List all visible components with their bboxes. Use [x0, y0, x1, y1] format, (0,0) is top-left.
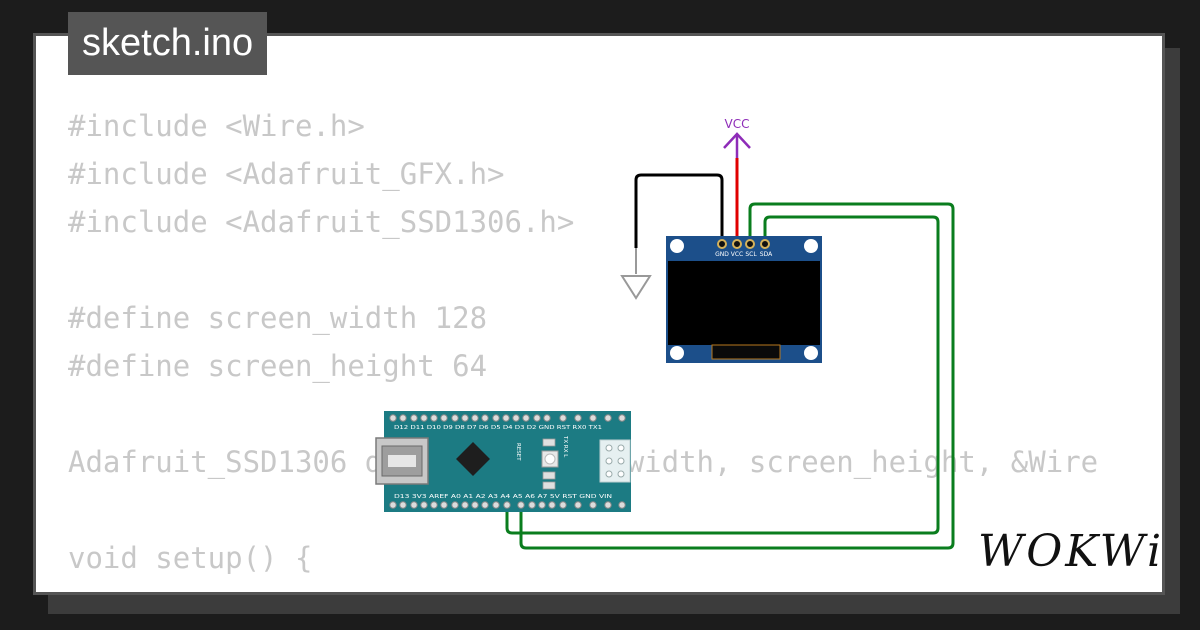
status-leds [542, 438, 556, 490]
oled-pin-gnd: GND [715, 251, 729, 258]
nano-bottom-pin-labels: D13 3V3 AREF A0 A1 A2 A3 A4 A5 A6 A7 5V … [394, 494, 612, 500]
vcc-arrow-icon [723, 132, 751, 158]
wokwi-logo[interactable]: WOKWi [978, 526, 1165, 577]
nano-bottom-header [389, 501, 626, 509]
icsp-header [599, 439, 631, 483]
code-line: #include <Wire.h> [68, 109, 365, 143]
reset-label: RESET [515, 443, 521, 461]
ground-symbol [620, 246, 652, 300]
code-line: Serial.begin(9600); [68, 582, 1098, 592]
preview-card: #include <Wire.h> #include <Adafruit_GFX.… [33, 33, 1165, 595]
nano-top-pin-labels: D12 D11 D10 D9 D8 D7 D6 D5 D4 D3 D2 GND … [394, 425, 602, 431]
oled-pin-scl: SCL [745, 251, 757, 258]
led-labels: TX RX L [562, 435, 568, 458]
oled-pin-sda: SDA [760, 251, 773, 258]
oled-display-module[interactable]: GND VCC SCL SDA [666, 236, 822, 363]
oled-pin-vcc: VCC [731, 251, 743, 258]
code-line: void setup() { [68, 541, 313, 575]
mcu-chip [456, 442, 490, 476]
arduino-nano-board[interactable]: D12 D11 D10 D9 D8 D7 D6 D5 D4 D3 D2 GND … [375, 411, 631, 512]
nano-top-header [389, 414, 626, 422]
sda-wire[interactable] [505, 215, 940, 535]
usb-connector [375, 437, 429, 485]
code-line: #include <Adafruit_SSD1306.h> [68, 205, 575, 239]
scl-wire[interactable] [519, 202, 955, 550]
reset-button[interactable] [541, 450, 559, 468]
oled-ribbon [711, 344, 781, 360]
oled-screen [668, 261, 820, 345]
code-line: #define screen_width 128 [68, 301, 488, 335]
code-line: #include <Adafruit_GFX.h> [68, 157, 505, 191]
gnd-wire[interactable] [634, 173, 724, 248]
vcc-label: VCC [725, 117, 750, 131]
file-tab[interactable]: sketch.ino [68, 12, 268, 75]
code-line: #define screen_height 64 [68, 349, 488, 383]
